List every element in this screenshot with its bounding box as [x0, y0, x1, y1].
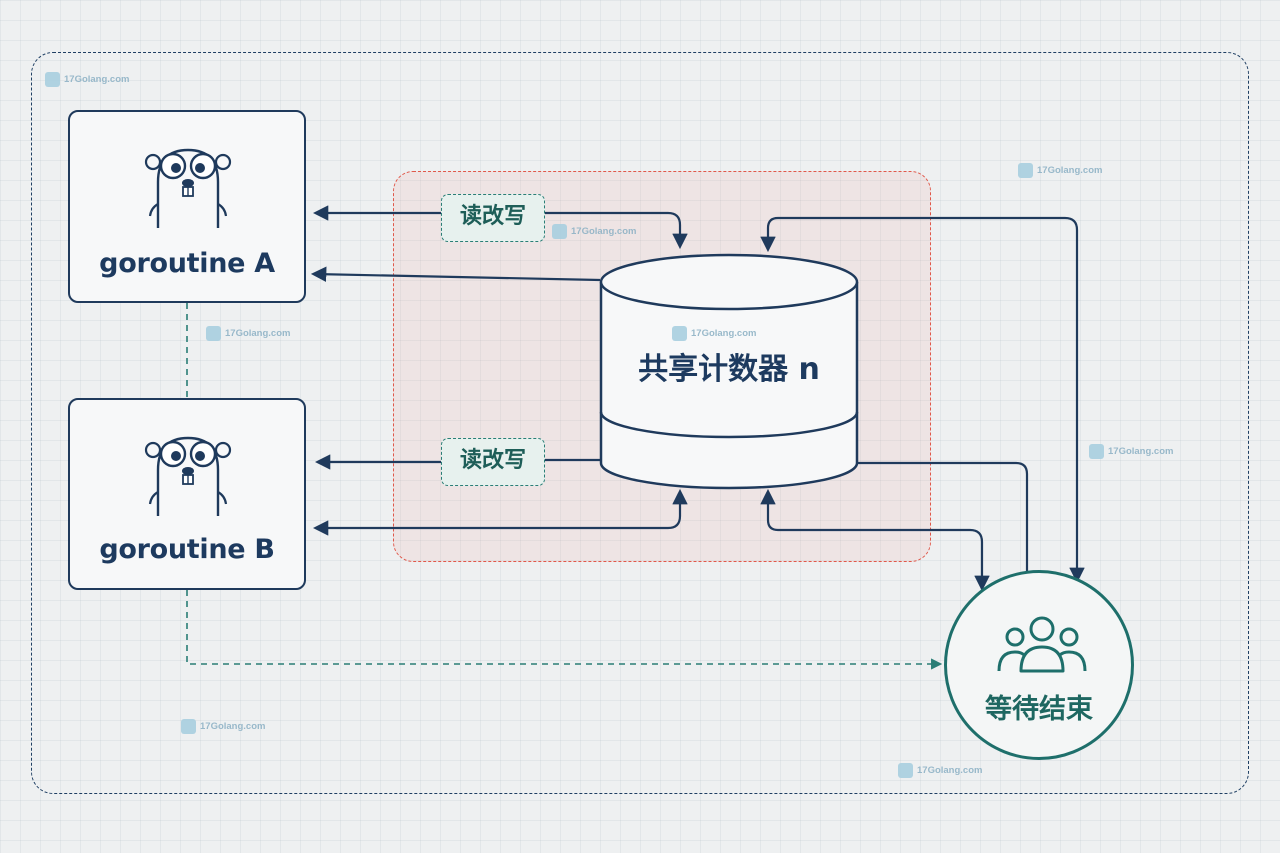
watermark-logo-icon — [898, 763, 913, 778]
watermark: 17Golang.com — [672, 326, 756, 341]
shared-counter-label: 共享计数器 n — [638, 352, 820, 387]
gopher-icon — [144, 436, 232, 516]
watermark-text: 17Golang.com — [225, 328, 291, 339]
arrow-rw-to-db-top — [545, 211, 688, 250]
arrow-b-to-db — [312, 488, 688, 536]
watermark-logo-icon — [45, 72, 60, 87]
watermark-logo-icon — [181, 719, 196, 734]
outer-dashed-frame — [31, 52, 1249, 794]
watermark: 17Golang.com — [206, 326, 290, 341]
watermark-logo-icon — [1089, 444, 1104, 459]
goroutine-a-label: goroutine A — [99, 248, 275, 279]
gopher-icon — [144, 148, 232, 228]
arrow-db-top-to-wait — [760, 216, 1085, 584]
watermark-text: 17Golang.com — [64, 74, 130, 85]
watermark: 17Golang.com — [898, 763, 982, 778]
arrow-db-bottom-to-wait — [760, 488, 990, 592]
watermark-text: 17Golang.com — [917, 765, 983, 776]
goroutine-b-box[interactable]: goroutine B — [68, 398, 306, 590]
arrow-b-to-wait — [186, 590, 943, 670]
rw-label-b: 读改写 — [441, 438, 545, 486]
watermark-logo-icon — [206, 326, 221, 341]
watermark-logo-icon — [552, 224, 567, 239]
watermark: 17Golang.com — [552, 224, 636, 239]
users-icon — [997, 616, 1087, 673]
wait-label: 等待结束 — [985, 694, 1093, 725]
watermark-text: 17Golang.com — [691, 328, 757, 339]
arrow-db-right-to-wait — [857, 461, 1029, 572]
watermark-text: 17Golang.com — [571, 226, 637, 237]
watermark-text: 17Golang.com — [1037, 165, 1103, 176]
watermark: 17Golang.com — [1089, 444, 1173, 459]
watermark-text: 17Golang.com — [200, 721, 266, 732]
watermark-logo-icon — [1018, 163, 1033, 178]
watermark-logo-icon — [672, 326, 687, 341]
watermark: 17Golang.com — [181, 719, 265, 734]
rw-label-a: 读改写 — [441, 194, 545, 242]
goroutine-a-box[interactable]: goroutine A — [68, 110, 306, 303]
arrow-db-to-a — [310, 266, 601, 282]
watermark: 17Golang.com — [1018, 163, 1102, 178]
wait-group-node[interactable]: 等待结束 — [944, 570, 1134, 760]
shared-counter-db — [599, 253, 859, 490]
goroutine-b-label: goroutine B — [99, 534, 275, 565]
watermark: 17Golang.com — [45, 72, 129, 87]
watermark-text: 17Golang.com — [1108, 446, 1174, 457]
